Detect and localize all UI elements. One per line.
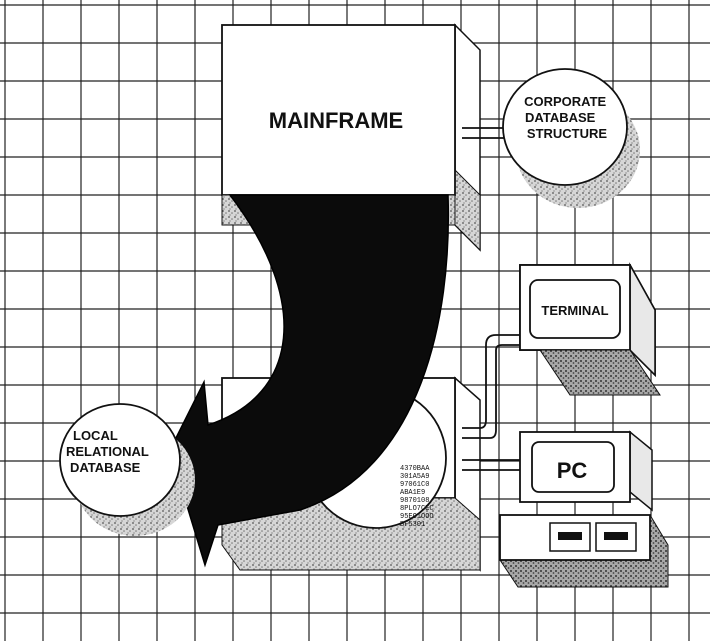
corporate-db-line-1: CORPORATE (524, 94, 606, 109)
data-disc-row: ABA1E9 (400, 489, 425, 497)
local-relational-database: LOCAL RELATIONAL DATABASE (59, 403, 195, 536)
terminal-connector (462, 334, 520, 439)
corporate-database: CORPORATE DATABASE STRUCTURE (502, 68, 640, 208)
svg-text:CORPORATE DATABASE: CORPORATE DATABASE STRUCTURE (524, 94, 610, 141)
data-disc-row: 4370BAA (400, 465, 430, 473)
pc-label: PC (557, 458, 588, 483)
transfer-arrow (169, 194, 450, 568)
local-db-line-1: LOCAL (73, 428, 118, 443)
svg-text:LOCAL RELATIONAL D: LOCAL RELATIONAL DATABASE (66, 428, 152, 475)
data-disc-row: 95EC1OOO (400, 513, 434, 521)
local-db-line-3: DATABASE (70, 460, 141, 475)
data-disc-row: 97061C0 (400, 481, 429, 489)
terminal-label: TERMINAL (541, 303, 608, 318)
corporate-db-line-3: STRUCTURE (527, 126, 607, 141)
data-disc-row: 9870108 (400, 497, 429, 505)
data-disc-row: 301A5A9 (400, 473, 429, 481)
mainframe-label: MAINFRAME (269, 108, 403, 133)
pc-connector (462, 459, 520, 471)
corporate-db-line-2: DATABASE (525, 110, 596, 125)
local-db-line-2: RELATIONAL (66, 444, 149, 459)
data-disc-row: BF5301 (400, 521, 425, 529)
data-disc-text: 4370BAA301A5A997061C0ABA1E998701088PLO7C… (400, 465, 434, 529)
terminal: TERMINAL (519, 262, 661, 396)
pc: PC (499, 430, 669, 588)
data-disc-row: 8PLO7CEC (400, 505, 434, 513)
